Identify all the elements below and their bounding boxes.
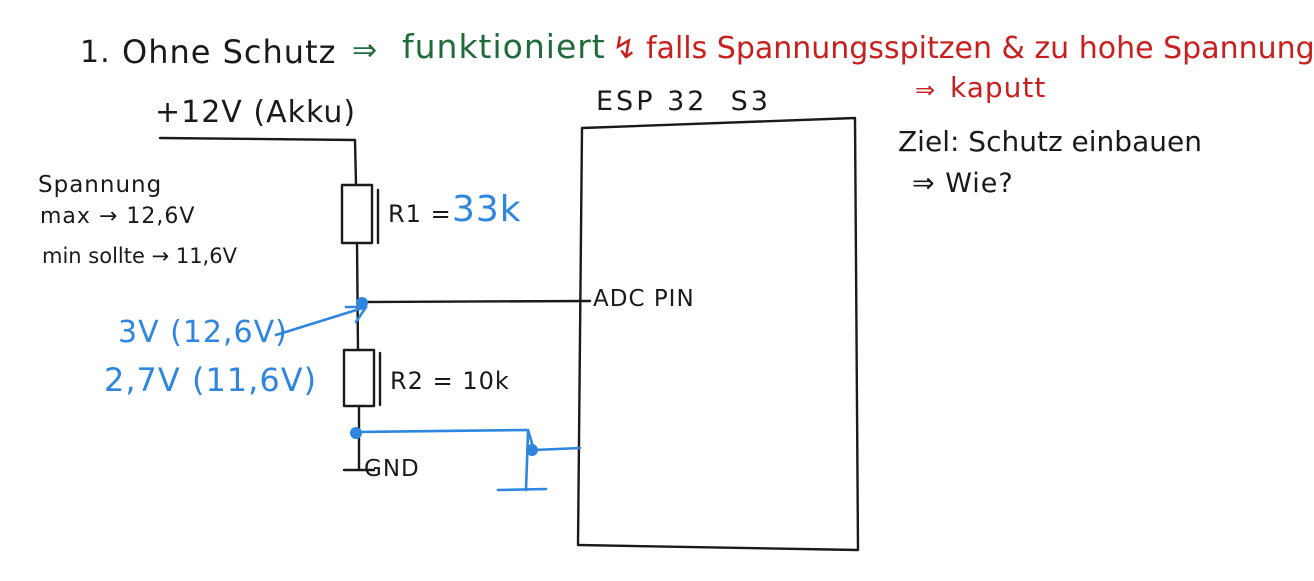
chip-label: ESP 32 S3 [596,86,771,117]
goal-line2: ⇒ Wie? [912,168,1014,199]
ground-drop-blue [524,430,530,492]
voltage-max: max → 12,6V [40,204,196,229]
title-arrow: ⇒ [352,33,379,68]
adc-wire [362,299,592,304]
adc-note-high: 3V (12,6V) [118,315,288,350]
resistor-r1 [340,183,374,245]
resistor-r2 [342,348,376,408]
ground-bar-blue [496,487,548,492]
consequence-arrow: ⇒ [915,76,937,104]
node-dot-ground-right [526,444,538,456]
supply-wire [158,136,358,187]
title-number: 1. [80,35,111,70]
title-main: Ohne Schutz [122,33,337,71]
adc-pin-label: ADC PIN [593,286,695,312]
adc-pointer-arrow [274,305,368,337]
adc-note-low: 2,7V (11,6V) [104,361,318,399]
ground-label: GND [364,456,420,482]
title-result: funktioniert [402,27,606,66]
esp-chip-box [576,116,860,552]
goal-line1: Ziel: Schutz einbauen [898,125,1202,158]
voltage-min: min sollte → 11,6V [42,244,237,268]
r1-label: R1 = [388,200,452,228]
title-consequence: kaputt [950,71,1047,104]
r1-value: 33k [452,189,522,230]
divider-wire-upper [355,241,360,352]
node-dot-ground [350,427,362,439]
node-dot-adc [356,297,368,309]
warning-icon: ↯ [612,31,639,66]
r2-label: R2 = 10k [390,367,510,395]
title-warning: falls Spannungsspitzen & zu hohe Spannun… [646,31,1314,66]
ground-wire-blue [356,428,582,452]
voltage-heading: Spannung [38,172,163,198]
supply-label: +12V (Akku) [155,95,357,130]
